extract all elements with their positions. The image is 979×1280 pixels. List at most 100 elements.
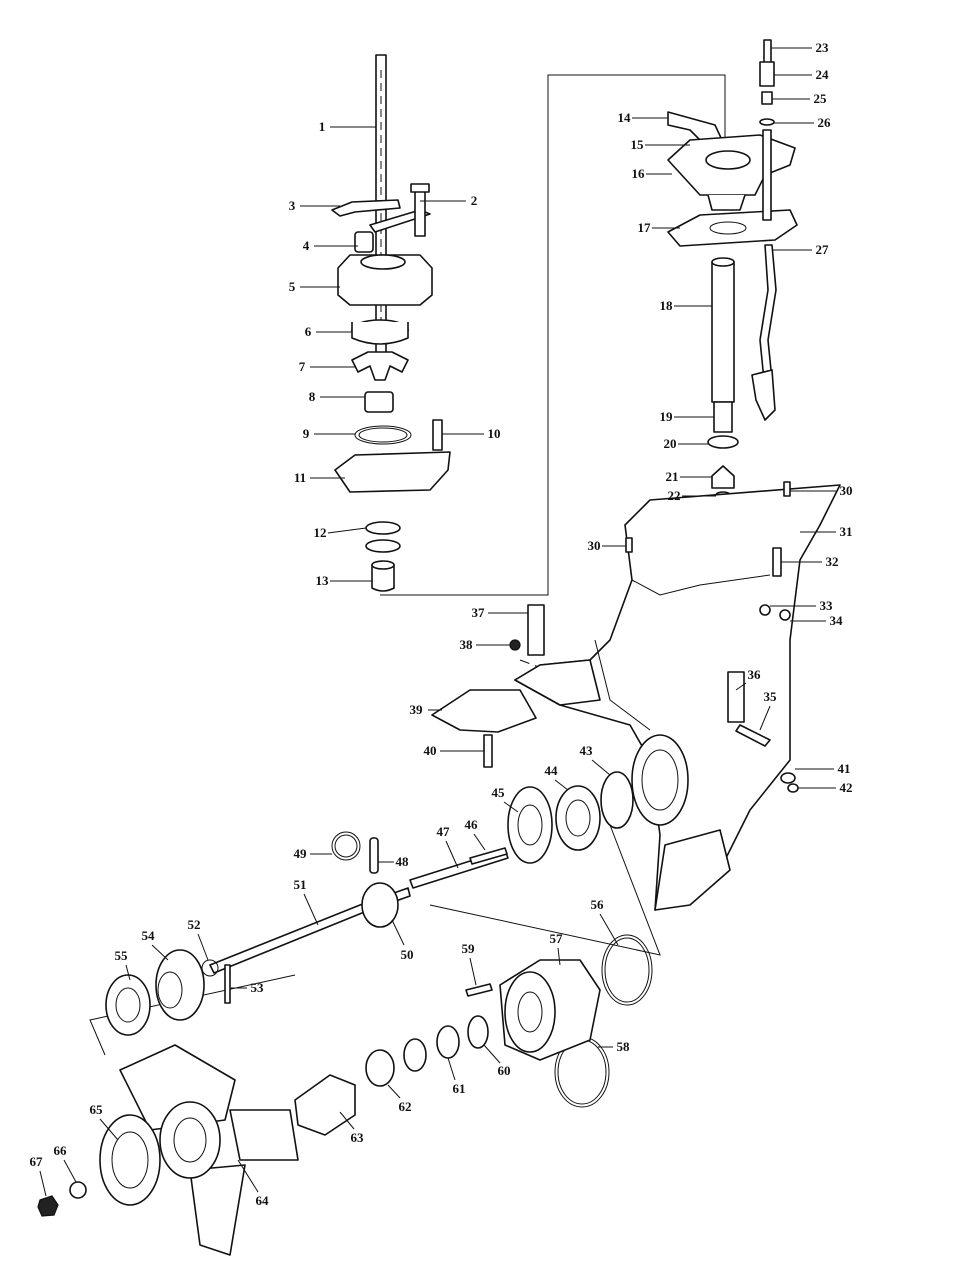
- callout-number: 60: [498, 1063, 511, 1078]
- dowel-30a: [783, 481, 791, 497]
- bolt-59: [465, 983, 493, 997]
- washer-33: [759, 604, 771, 616]
- clip-25: [761, 91, 773, 105]
- callout-number: 62: [399, 1099, 412, 1114]
- callout-number: 22: [668, 488, 681, 503]
- callout-number: 59: [462, 941, 476, 956]
- pin-48: [369, 837, 379, 874]
- bolt-35: [735, 724, 771, 747]
- thrust-washer-65: [99, 1114, 161, 1206]
- bushing-4: [354, 231, 374, 253]
- gasket-17: [667, 209, 798, 247]
- push-rod-46: [469, 847, 508, 865]
- washer-66: [69, 1181, 87, 1199]
- callout-number: 21: [666, 469, 679, 484]
- callout-number: 42: [840, 780, 853, 795]
- callout-number: 58: [617, 1039, 631, 1054]
- seal-12b: [365, 539, 401, 553]
- callout-number: 53: [251, 980, 265, 995]
- skeg: [654, 829, 731, 911]
- callout-number: 65: [90, 1102, 104, 1117]
- forward-gear-45: [507, 786, 553, 864]
- callout-number: 56: [591, 897, 605, 912]
- callout-number: 40: [424, 743, 437, 758]
- prop-shaft-51: [209, 887, 411, 974]
- callout-number: 15: [631, 137, 645, 152]
- leader-line: [591, 759, 611, 776]
- bearing-44: [555, 785, 601, 851]
- bearing-carrier-group: [294, 934, 653, 1136]
- callout-number: 41: [838, 761, 851, 776]
- leader-line: [99, 1118, 119, 1141]
- reverse-gear-54: [155, 949, 205, 1021]
- callout-number: 66: [54, 1143, 68, 1158]
- seal-61b: [403, 1038, 427, 1072]
- plug-42: [787, 783, 799, 793]
- leader-line: [303, 893, 319, 926]
- sleeve-18: [711, 261, 735, 403]
- callout-number: 63: [351, 1130, 365, 1145]
- callout-number: 57: [550, 931, 564, 946]
- callout-number: 19: [660, 409, 674, 424]
- callout-number: 45: [492, 785, 506, 800]
- callout-number: 11: [294, 470, 306, 485]
- propeller-group: [37, 1044, 299, 1256]
- callout-number: 3: [289, 198, 296, 213]
- clutch-50: [361, 882, 399, 928]
- callout-number: 4: [303, 238, 310, 253]
- leader-line: [197, 933, 209, 961]
- oring-9: [354, 425, 412, 445]
- water-pump-group: [331, 54, 451, 592]
- callout-number: 26: [818, 115, 832, 130]
- callout-number: 55: [115, 948, 129, 963]
- callout-number: 38: [460, 637, 474, 652]
- leader-line: [339, 1111, 355, 1130]
- callout-number: 27: [816, 242, 830, 257]
- seal-61a: [436, 1025, 460, 1059]
- callout-number: 12: [314, 525, 327, 540]
- leader-line: [63, 1159, 77, 1183]
- callout-number: 23: [816, 40, 830, 55]
- trim-tab-39: [431, 689, 537, 733]
- callout-number: 17: [638, 220, 652, 235]
- callout-number: 49: [294, 846, 308, 861]
- gear-case-bore: [631, 734, 689, 826]
- leader-line: [445, 840, 459, 869]
- prop-blade-right: [229, 1109, 299, 1161]
- leader-line: [469, 957, 477, 986]
- leader-line: [557, 947, 561, 966]
- callout-number: 20: [664, 436, 677, 451]
- bushing-63: [294, 1074, 356, 1136]
- cavitation-plate: [514, 659, 601, 706]
- callout-number: 8: [309, 389, 316, 404]
- callout-number: 14: [618, 110, 632, 125]
- callout-number: 51: [294, 877, 307, 892]
- callout-number: 30: [840, 483, 853, 498]
- callout-number: 36: [748, 667, 762, 682]
- ring-52: [201, 959, 219, 977]
- anode-36: [727, 671, 745, 723]
- bushing-13: [371, 564, 395, 592]
- pinion-21: [711, 465, 735, 489]
- callout-number: 33: [820, 598, 834, 613]
- callout-number: 10: [488, 426, 501, 441]
- leader-line: [503, 801, 519, 813]
- bolt-40: [483, 734, 493, 768]
- leader-line: [237, 1159, 259, 1193]
- callout-number: 30: [588, 538, 601, 553]
- callout-number: 54: [142, 928, 156, 943]
- impeller-7: [351, 351, 409, 381]
- ring-49: [331, 831, 361, 861]
- leader-line: [554, 779, 569, 791]
- bearing-55: [105, 974, 151, 1036]
- dowel-30b: [625, 537, 633, 553]
- callout-number: 48: [396, 854, 410, 869]
- pin-53: [224, 964, 231, 1004]
- callout-number: 2: [471, 193, 478, 208]
- propeller-hub-64: [159, 1101, 221, 1179]
- callout-number: 39: [410, 702, 424, 717]
- leader-line: [483, 1044, 501, 1064]
